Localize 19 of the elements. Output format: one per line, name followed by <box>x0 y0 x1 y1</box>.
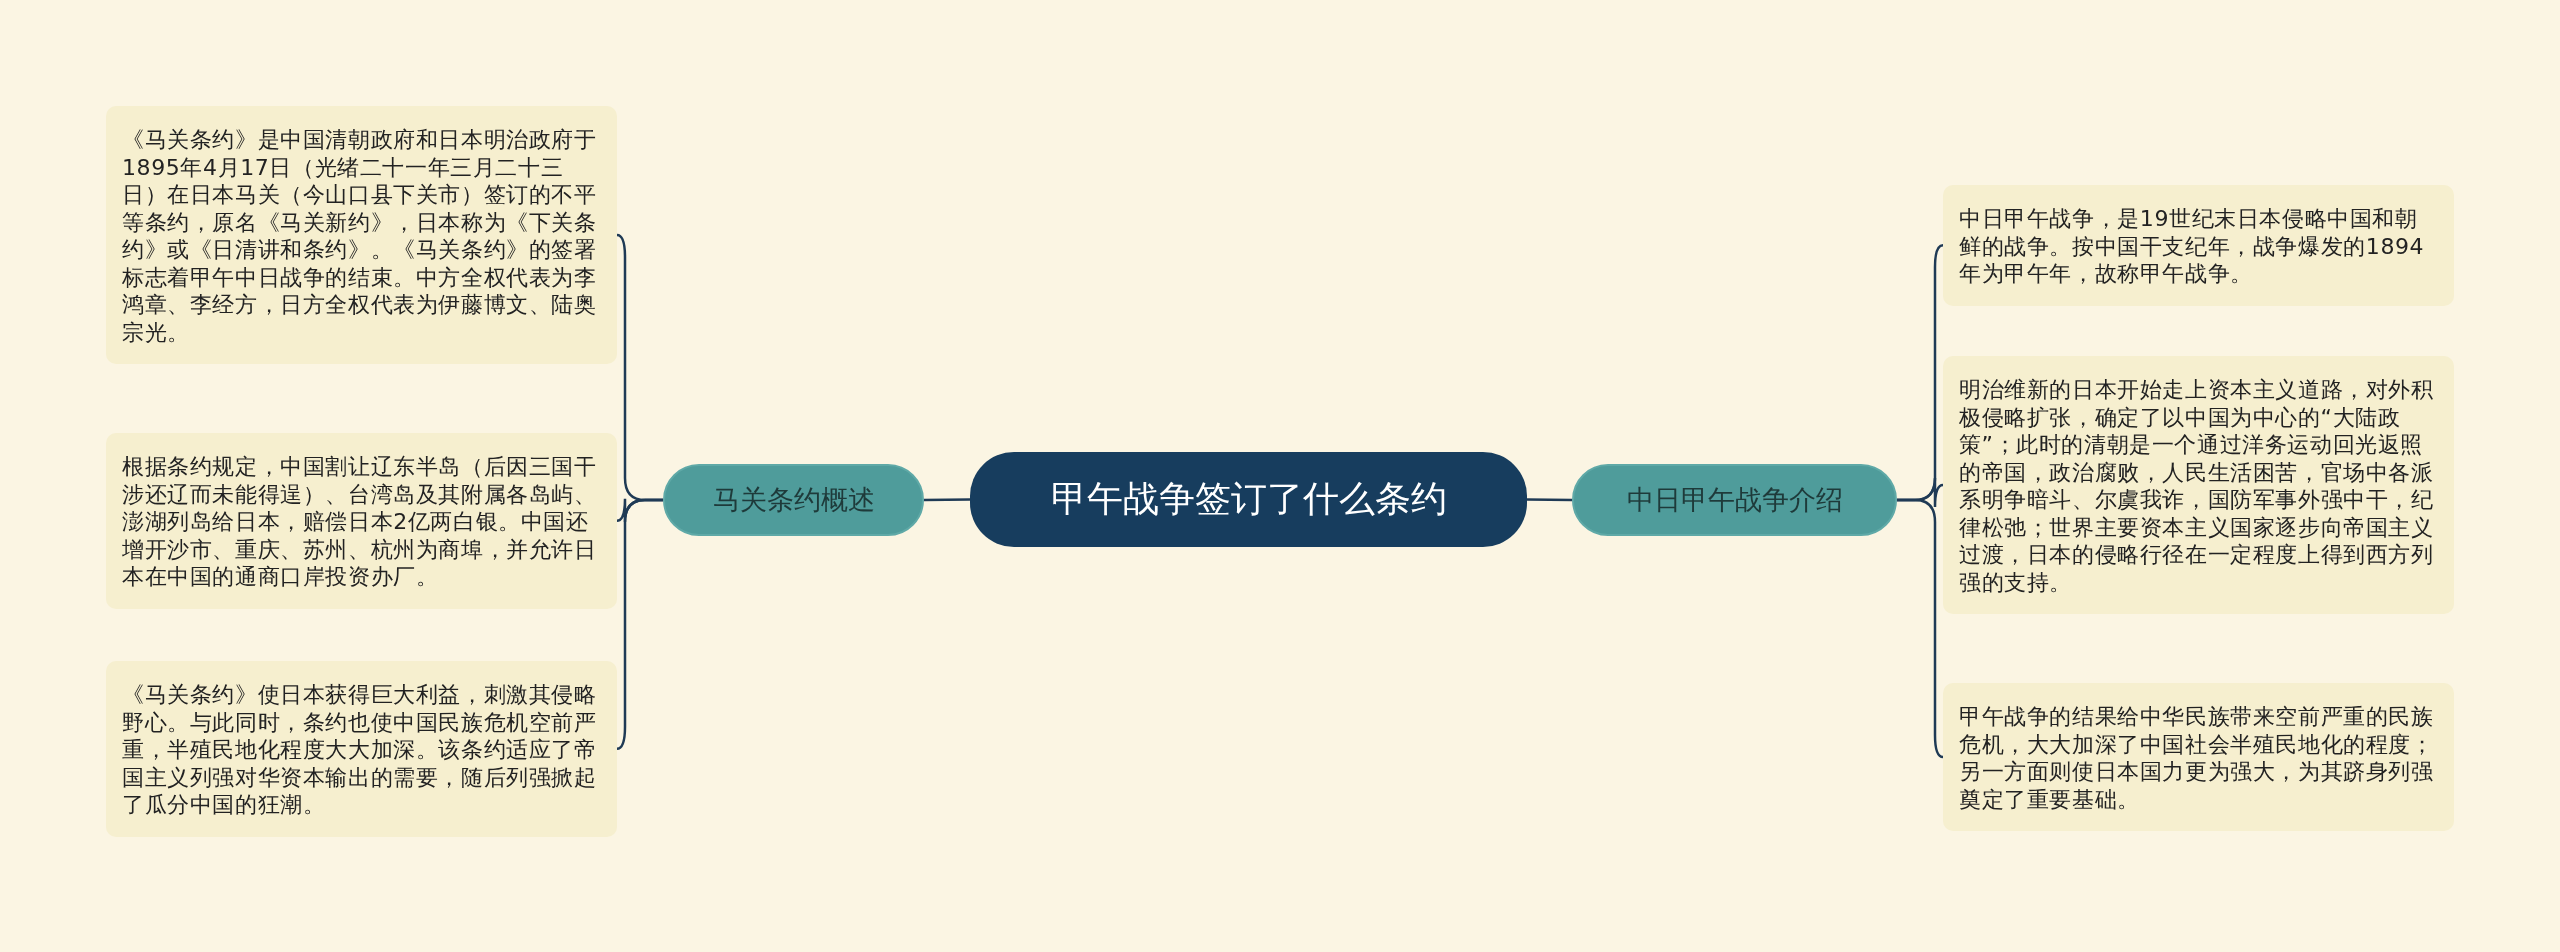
connector-line <box>616 498 663 750</box>
note-text: 甲午战争的结果给中华民族带来空前严重的民族危机，大大加深了中国社会半殖民地化的程度；另一方面则使日本国力更为强大，为其跻身列强奠定了重要基础。 <box>1959 704 2434 812</box>
note-card <box>106 661 617 837</box>
connector-line <box>1897 498 1944 759</box>
note-text: 中日甲午战争，是19世纪末日本侵略中国和朝鲜的战争。按中国干支纪年，战争爆发的1894年为甲午年，故称甲午战争。 <box>1959 206 2425 286</box>
connector-line <box>1527 498 1572 502</box>
note-card <box>106 433 617 609</box>
topic-label: 马关条约概述 <box>712 483 875 517</box>
note-text: 根据条约规定，中国割让辽东半岛（后因三国干涉还辽而未能得逞）、台湾岛及其附属各岛屿、澎湖列岛给日本，赔偿日本2亿两白银。中国还增开沙市、重庆、苏州、杭州为商埠，并允许日本在中国的通商口岸投资办厂。 <box>122 454 597 589</box>
note-card <box>1943 683 2454 831</box>
topic-label: 甲午战争签订了什么条约 <box>1050 477 1447 521</box>
topic-label: 中日甲午战争介绍 <box>1626 483 1843 517</box>
note-text: 明治维新的日本开始走上资本主义道路，对外积极侵略扩张，确定了以中国为中心的“大陆政策”；此时的清朝是一个通过洋务运动回光返照的帝国，政治腐败，人民生活困苦，官场中各派系明争暗斗、尔虞我诈，国防军事外强中干，纪律松弛；世界主要资本主义国家逐步向帝国主义过渡，日本的侵略行径在一定程度上得到西方列强的支持。 <box>1959 377 2434 595</box>
note-text: 《马关条约》使日本获得巨大利益，刺激其侵略野心。与此同时，条约也使中国民族危机空前严重，半殖民地化程度大大加深。该条约适应了帝国主义列强对华资本输出的需要，随后列强掀起了瓜分中国的狂潮。 <box>122 682 597 817</box>
note-card <box>106 106 617 364</box>
note-text: 《马关条约》是中国清朝政府和日本明治政府于1895年4月17日（光绪二十一年三月二十三日）在日本马关（今山口县下关市）签订的不平等条约，原名《马关新约》，日本称为《下关条约》或《日清讲和条约》。《马关条约》的签署标志着甲午中日战争的结束。中方全权代表为李鸿章、李经方，日方全权代表为伊藤博文、陆奥宗光。 <box>122 127 597 345</box>
connector-line <box>924 498 970 502</box>
note-card <box>1943 356 2454 614</box>
note-card <box>1943 185 2454 306</box>
